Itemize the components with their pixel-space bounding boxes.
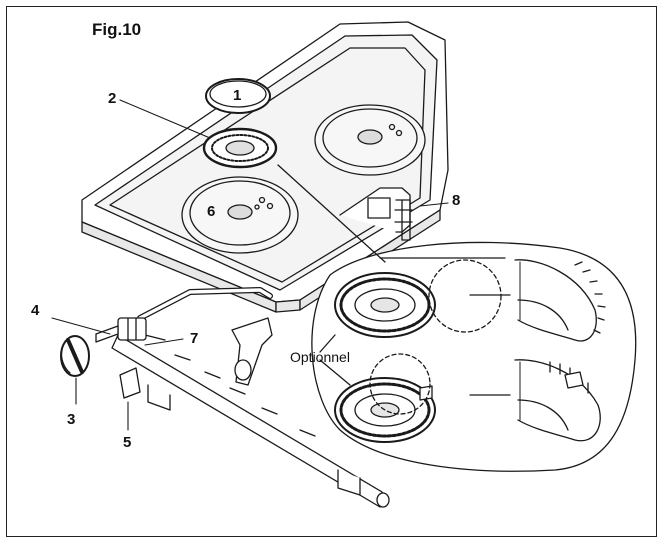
burner-well-front xyxy=(181,176,299,254)
callout-7: 7 xyxy=(190,330,199,347)
detail-crown-standard xyxy=(334,259,502,338)
figure-title: Fig.10 xyxy=(92,20,142,39)
detail-crown-optional xyxy=(334,353,436,443)
callout-leaders xyxy=(51,99,449,431)
gas-valve xyxy=(95,317,147,343)
control-knob xyxy=(60,335,90,377)
callout-5: 5 xyxy=(123,434,132,451)
optional-label: Optionnel xyxy=(290,349,350,365)
callout-6: 6 xyxy=(207,203,216,220)
figure-frame xyxy=(6,6,657,537)
callout-4: 4 xyxy=(31,302,40,319)
callout-8: 8 xyxy=(452,192,461,209)
callout-1: 1 xyxy=(233,87,242,104)
burner-cap xyxy=(205,78,271,114)
ignition-bracket xyxy=(119,367,141,399)
gas-inlet-connector xyxy=(339,187,413,241)
mounting-brackets xyxy=(147,317,361,496)
gas-manifold-pipe xyxy=(111,287,390,508)
burner-crown xyxy=(202,127,278,169)
detail-zoom-standard xyxy=(514,259,606,342)
callout-3: 3 xyxy=(67,411,76,428)
callout-2: 2 xyxy=(108,90,117,107)
burner-well-rear xyxy=(314,104,426,176)
detail-zoom-optional xyxy=(514,359,601,442)
